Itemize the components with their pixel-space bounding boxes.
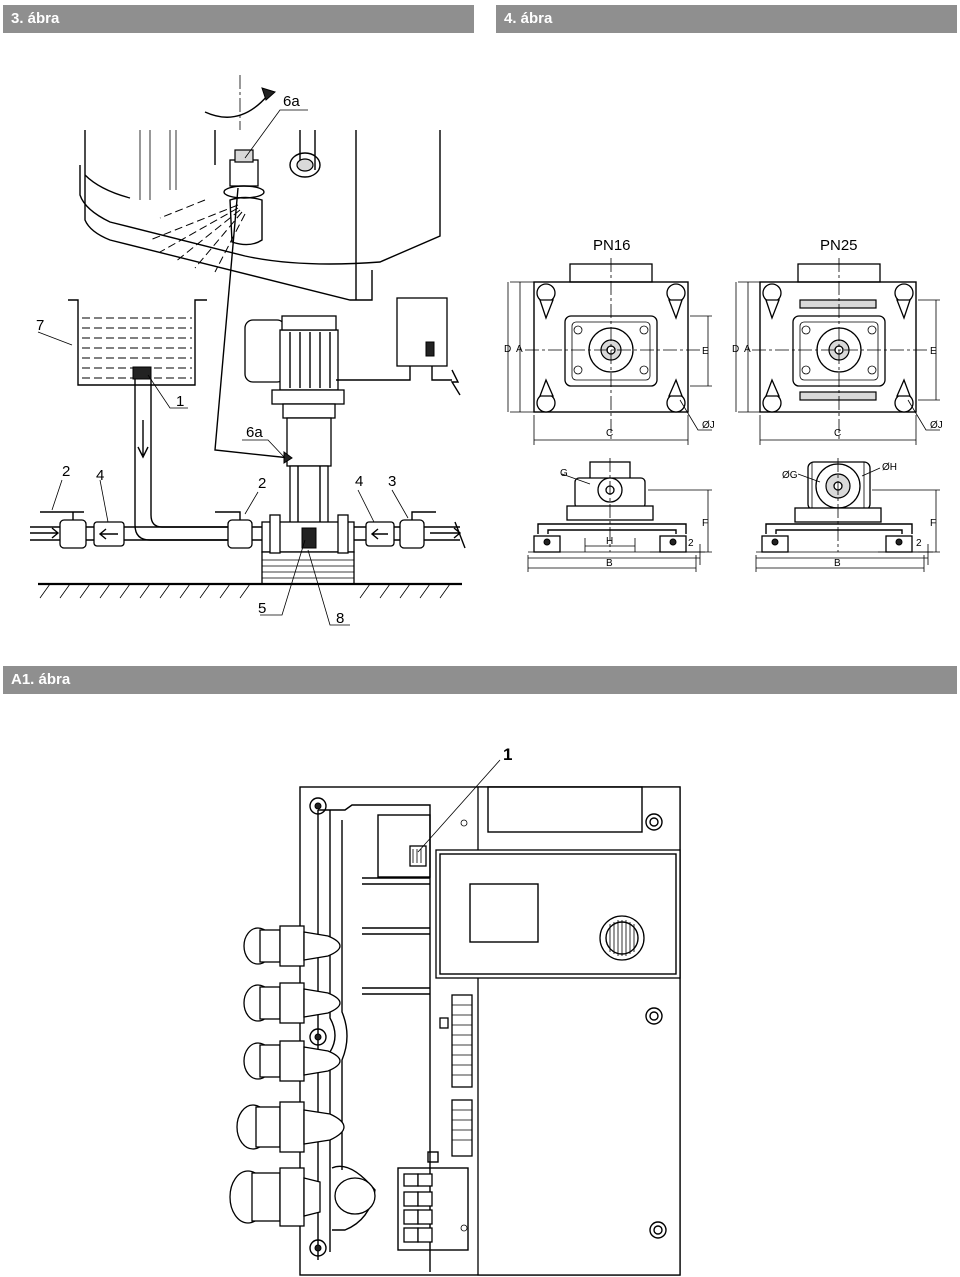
label-6a-mid: 6a <box>246 424 263 441</box>
label-6a-top: 6a <box>283 93 300 110</box>
cable-gland-4 <box>236 1101 345 1153</box>
pn16-side-view <box>527 458 712 572</box>
pn16-top-view <box>507 258 712 445</box>
label-7: 7 <box>36 317 44 334</box>
pn25-side-view <box>755 458 940 572</box>
pn16-dim-c: C <box>606 428 613 439</box>
pn16-title: PN16 <box>593 237 631 254</box>
label-4-right: 4 <box>355 473 363 490</box>
figure-3-installation <box>30 75 466 626</box>
pn25-dim-a: A <box>744 344 751 355</box>
pn25-dim-f: F <box>930 518 936 529</box>
supply-tank <box>68 299 207 386</box>
gauge-plug <box>289 152 321 178</box>
pn16-dim-b: B <box>606 558 613 569</box>
label-3: 3 <box>388 473 396 490</box>
pn16-dim-2: 2 <box>688 538 694 549</box>
label-2-left: 2 <box>62 463 70 480</box>
pump-stack <box>286 417 332 467</box>
label-5: 5 <box>258 600 266 617</box>
pn16-dim-g: G <box>560 468 568 479</box>
pn25-title: PN25 <box>820 237 858 254</box>
terminal-strip-2 <box>451 1099 473 1157</box>
figure-a1-terminal-box <box>229 759 681 1276</box>
header-figure-a1: A1. ábra <box>3 666 957 694</box>
pn25-dim-h: ØH <box>882 462 897 473</box>
pn25-dim-c: C <box>834 428 841 439</box>
pn25-dim-b: B <box>834 558 841 569</box>
isolating-valve-left <box>59 519 87 549</box>
display-window <box>469 883 539 943</box>
label-8: 8 <box>336 610 344 627</box>
pn25-dim-2: 2 <box>916 538 922 549</box>
label-1: 1 <box>176 393 184 410</box>
power-supply-box <box>396 297 448 367</box>
foundation-block <box>261 551 355 585</box>
pn25-dim-d: D <box>732 344 739 355</box>
pn16-dim-d: D <box>504 344 511 355</box>
header-figure-4: 4. ábra <box>496 5 957 33</box>
rotation-arrow <box>204 94 269 118</box>
cable-gland-1 <box>243 925 341 967</box>
terminal-box <box>244 319 286 383</box>
pn25-top-view <box>735 258 940 445</box>
pn16-dim-e: E <box>702 346 709 357</box>
header-figure-3: 3. ábra <box>3 5 474 33</box>
cable-gland-3 <box>243 1040 341 1082</box>
pn16-dim-a: A <box>516 344 523 355</box>
pn25-dim-g: ØG <box>782 470 798 481</box>
pn25-dim-e: E <box>930 346 937 357</box>
pn16-dim-h: H <box>606 536 613 547</box>
cable-gland-2 <box>243 982 341 1024</box>
display-module <box>435 849 681 979</box>
vent-plug <box>229 159 259 187</box>
pn16-dim-f: F <box>702 518 708 529</box>
terminal-strip-1 <box>451 994 473 1088</box>
label-2-right: 2 <box>258 475 266 492</box>
label-a1-1: 1 <box>503 745 512 764</box>
cable-gland-5 <box>229 1167 321 1227</box>
pn25-dim-j: ØJ <box>930 420 943 431</box>
label-4-left: 4 <box>96 467 104 484</box>
pn16-dim-j: ØJ <box>702 420 715 431</box>
dip-switch <box>409 845 427 867</box>
strainer <box>132 366 152 380</box>
isolating-valve-right <box>399 519 425 549</box>
